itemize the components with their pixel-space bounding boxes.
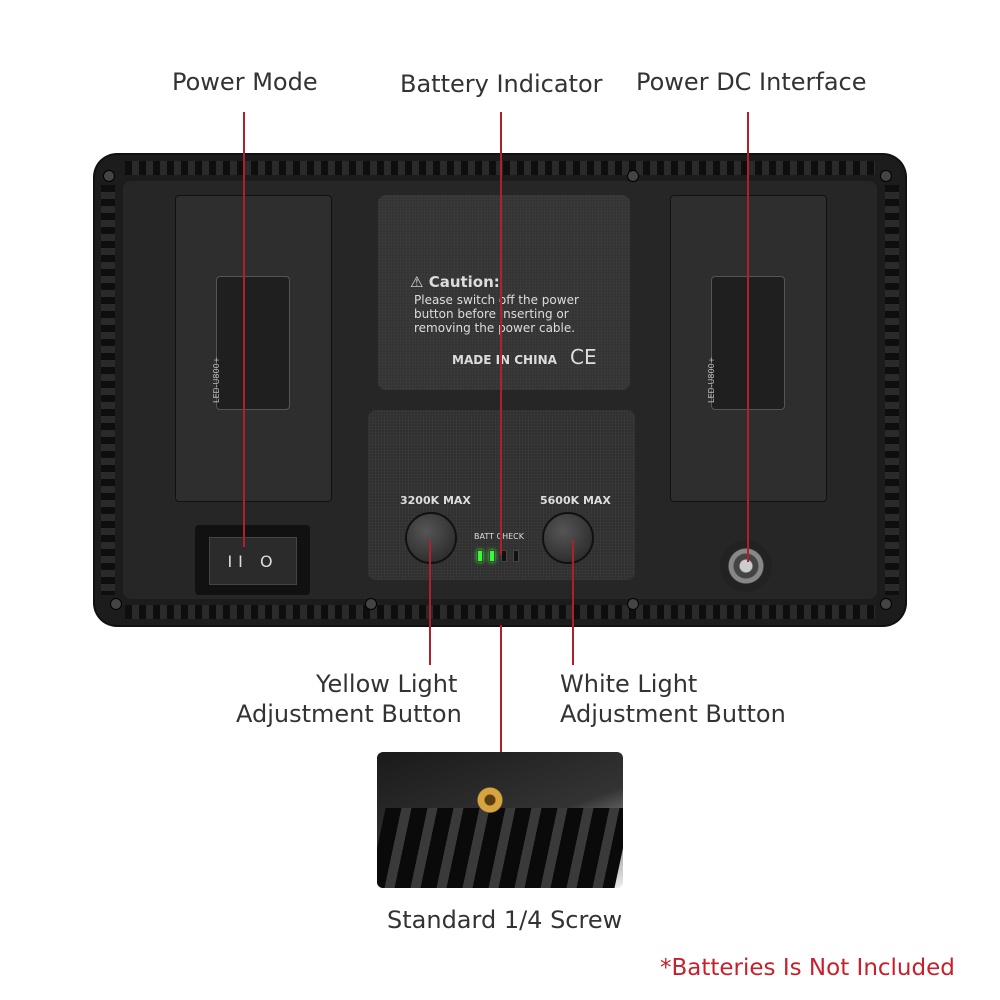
label-white-light-2: Adjustment Button <box>560 700 786 728</box>
cooling-fins-bottom <box>125 605 875 619</box>
white-light-knob[interactable] <box>542 512 594 564</box>
label-power-dc-interface: Power DC Interface <box>636 68 867 96</box>
knob-left-label: 3200K MAX <box>400 494 471 507</box>
screw-icon <box>365 598 377 610</box>
label-white-light: White Light <box>560 670 698 698</box>
warning-icon: ⚠ <box>410 273 424 291</box>
screw-icon <box>880 170 892 182</box>
power-switch-rocker[interactable]: II O <box>209 537 297 585</box>
batteries-note: *Batteries Is Not Included <box>660 955 955 981</box>
screw-mount-icon <box>477 787 503 813</box>
led-icon <box>501 550 507 562</box>
screw-icon <box>110 598 122 610</box>
screw-icon <box>627 170 639 182</box>
cooling-fins-right <box>885 185 899 595</box>
battery-plate-left: LED-U800+ <box>175 195 332 502</box>
label-yellow-light: Yellow Light <box>316 670 458 698</box>
batt-check-label: BATT CHECK <box>474 532 525 541</box>
ce-mark: CE <box>570 345 597 369</box>
plate-sticker: LED-U800+ <box>212 276 290 410</box>
yellow-light-knob[interactable] <box>405 512 457 564</box>
caution-line: Please switch off the power <box>414 293 579 307</box>
callout-line-white <box>572 540 574 665</box>
caution-title: Caution: <box>428 273 500 291</box>
screw-icon <box>103 170 115 182</box>
knob-right-label: 5600K MAX <box>540 494 611 507</box>
callout-line-power-mode <box>243 112 245 547</box>
caution-line: button before inserting or <box>414 307 569 321</box>
made-in-text: MADE IN CHINA <box>452 353 557 367</box>
plate-model-text: LED-U800+ <box>212 356 221 403</box>
callout-line-dc <box>747 112 749 562</box>
label-power-mode: Power Mode <box>172 68 318 96</box>
label-yellow-light-2: Adjustment Button <box>236 700 462 728</box>
screw-closeup-photo <box>377 752 623 888</box>
screw-icon <box>880 598 892 610</box>
caution-heading: ⚠ Caution: <box>410 273 500 291</box>
cooling-fins-left <box>101 185 115 595</box>
label-battery-indicator: Battery Indicator <box>400 70 603 98</box>
closeup-fins <box>377 808 623 888</box>
caution-label: ⚠ Caution: Please switch off the power b… <box>378 195 630 390</box>
callout-line-yellow <box>429 540 431 665</box>
label-screw: Standard 1/4 Screw <box>387 906 623 934</box>
led-icon <box>477 550 483 562</box>
led-icon <box>489 550 495 562</box>
screw-icon <box>627 598 639 610</box>
callout-line-screw <box>500 625 502 753</box>
battery-level-leds <box>474 547 522 566</box>
caution-text: Please switch off the power button befor… <box>414 293 579 335</box>
plate-model-text: LED-U800+ <box>707 356 716 403</box>
caution-line: removing the power cable. <box>414 321 576 335</box>
led-icon <box>513 550 519 562</box>
dc-port-icon <box>720 540 772 592</box>
power-switch[interactable]: II O <box>195 525 310 595</box>
callout-line-battery <box>500 112 502 555</box>
